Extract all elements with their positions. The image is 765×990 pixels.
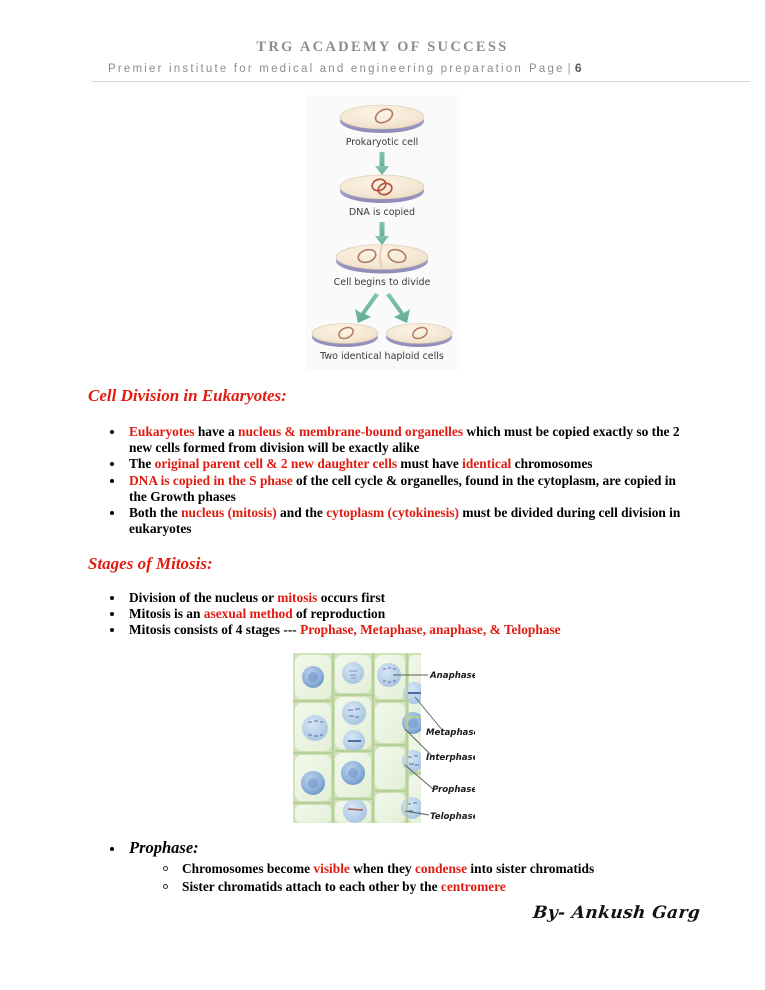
plain-text: Division of the nucleus or	[129, 590, 278, 605]
header-tagline: Premier institute for medical and engine…	[108, 63, 523, 75]
svg-text:Telophase: Telophase	[430, 812, 475, 822]
header-page-number: 6	[574, 61, 582, 75]
highlighted-text: condense	[414, 861, 468, 876]
plain-text: when they	[349, 861, 415, 876]
highlighted-text: nucleus (mitosis)	[181, 505, 277, 521]
list-item: Sister chromatids attach to each other b…	[159, 878, 685, 896]
plain-text: Chromosomes become	[182, 861, 314, 876]
plain-text: The	[129, 456, 155, 472]
plain-text: must be divided during cell division in …	[129, 505, 681, 537]
heading-cell-division-in-eukaryotes: Cell Division in Eukaryotes:	[88, 386, 287, 405]
plain-text: which must be copied exactly so the 2 ne…	[129, 424, 680, 456]
highlighted-text: nucleus & membrane-bound organelles	[238, 424, 464, 439]
page-header: TRG ACADEMY OF SUCCESS Premier institute…	[0, 38, 765, 82]
plain-text: chromosomes	[511, 456, 593, 472]
plain-text: of reproduction	[292, 606, 386, 622]
list-item: Both the nucleus (mitosis) and the cytop…	[105, 505, 685, 537]
plain-text: of the cell cycle & organelles, found in…	[129, 472, 676, 504]
plain-text: Both the	[129, 505, 182, 521]
plain-text: Sister chromatids attach to each other b…	[182, 878, 441, 894]
svg-text:Cell begins to divide: Cell begins to divide	[334, 277, 431, 288]
plain-text: occurs first	[317, 590, 386, 605]
plain-text: Mitosis is an	[129, 606, 204, 622]
plain-text: have a	[194, 424, 239, 439]
header-divider-rule	[92, 81, 750, 82]
list-item: Division of the nucleus or mitosis occur…	[105, 590, 685, 606]
highlighted-text: Eukaryotes	[129, 424, 195, 439]
highlighted-text: centromere	[440, 878, 506, 894]
list-item: Eukaryotes have a nucleus & membrane-bou…	[105, 424, 685, 456]
svg-text:Prokaryotic cell: Prokaryotic cell	[346, 137, 419, 148]
list-item: DNA is copied in the S phase of the cell…	[105, 473, 685, 505]
highlighted-text: identical	[462, 456, 512, 472]
plain-text: Mitosis consists of 4 stages ---	[129, 622, 301, 638]
list-prophase-points: Chromosomes become visible when they con…	[105, 860, 685, 895]
svg-text:Two identical haploid cells: Two identical haploid cells	[319, 351, 444, 362]
academy-title: TRG ACADEMY OF SUCCESS	[256, 39, 509, 55]
svg-text:Interphase: Interphase	[426, 753, 475, 763]
header-tagline-row: Premier institute for medical and engine…	[0, 60, 765, 77]
prophase-block: Prophase: Chromosomes become visible whe…	[105, 838, 685, 895]
highlighted-text: mitosis	[277, 590, 318, 605]
svg-text:Anaphase: Anaphase	[429, 671, 475, 681]
heading-stages-of-mitosis: Stages of Mitosis:	[88, 554, 213, 573]
list-cell-division-points: Eukaryotes have a nucleus & membrane-bou…	[105, 424, 685, 537]
author-signature: By- Ankush Garg	[531, 903, 702, 923]
svg-text:Prophase: Prophase	[432, 785, 475, 795]
list-item: Mitosis is an asexual method of reproduc…	[105, 606, 685, 622]
plain-text: and the	[276, 505, 327, 521]
header-page-word: Page	[528, 63, 565, 75]
onion-root-tip-mitosis-micrograph: Anaphase Metaphase Interphase Prophase T…	[293, 653, 475, 823]
list-item: Mitosis consists of 4 stages --- Prophas…	[105, 622, 685, 638]
header-pipe-separator: |	[567, 63, 573, 75]
highlighted-text: visible	[313, 861, 350, 876]
list-item: The original parent cell & 2 new daughte…	[105, 456, 685, 472]
svg-text:DNA is copied: DNA is copied	[349, 207, 415, 218]
prophase-heading: Prophase:	[105, 838, 685, 858]
highlighted-text: cytoplasm (cytokinesis)	[326, 505, 459, 521]
highlighted-text: DNA is copied in the S phase	[129, 472, 293, 488]
plain-text: into sister chromatids	[467, 861, 595, 876]
list-item: Chromosomes become visible when they con…	[159, 860, 685, 878]
prokaryotic-cell-division-diagram: Prokaryotic cell DNA is copied Cell begi…	[305, 95, 460, 370]
highlighted-text: asexual method	[203, 606, 293, 622]
svg-text:Metaphase: Metaphase	[426, 728, 475, 738]
highlighted-text: original parent cell & 2 new daughter ce…	[154, 456, 398, 472]
highlighted-text: Prophase, Metaphase, anaphase, & Telopha…	[300, 622, 561, 638]
list-stages-of-mitosis-points: Division of the nucleus or mitosis occur…	[105, 590, 685, 639]
plain-text: must have	[397, 456, 463, 472]
